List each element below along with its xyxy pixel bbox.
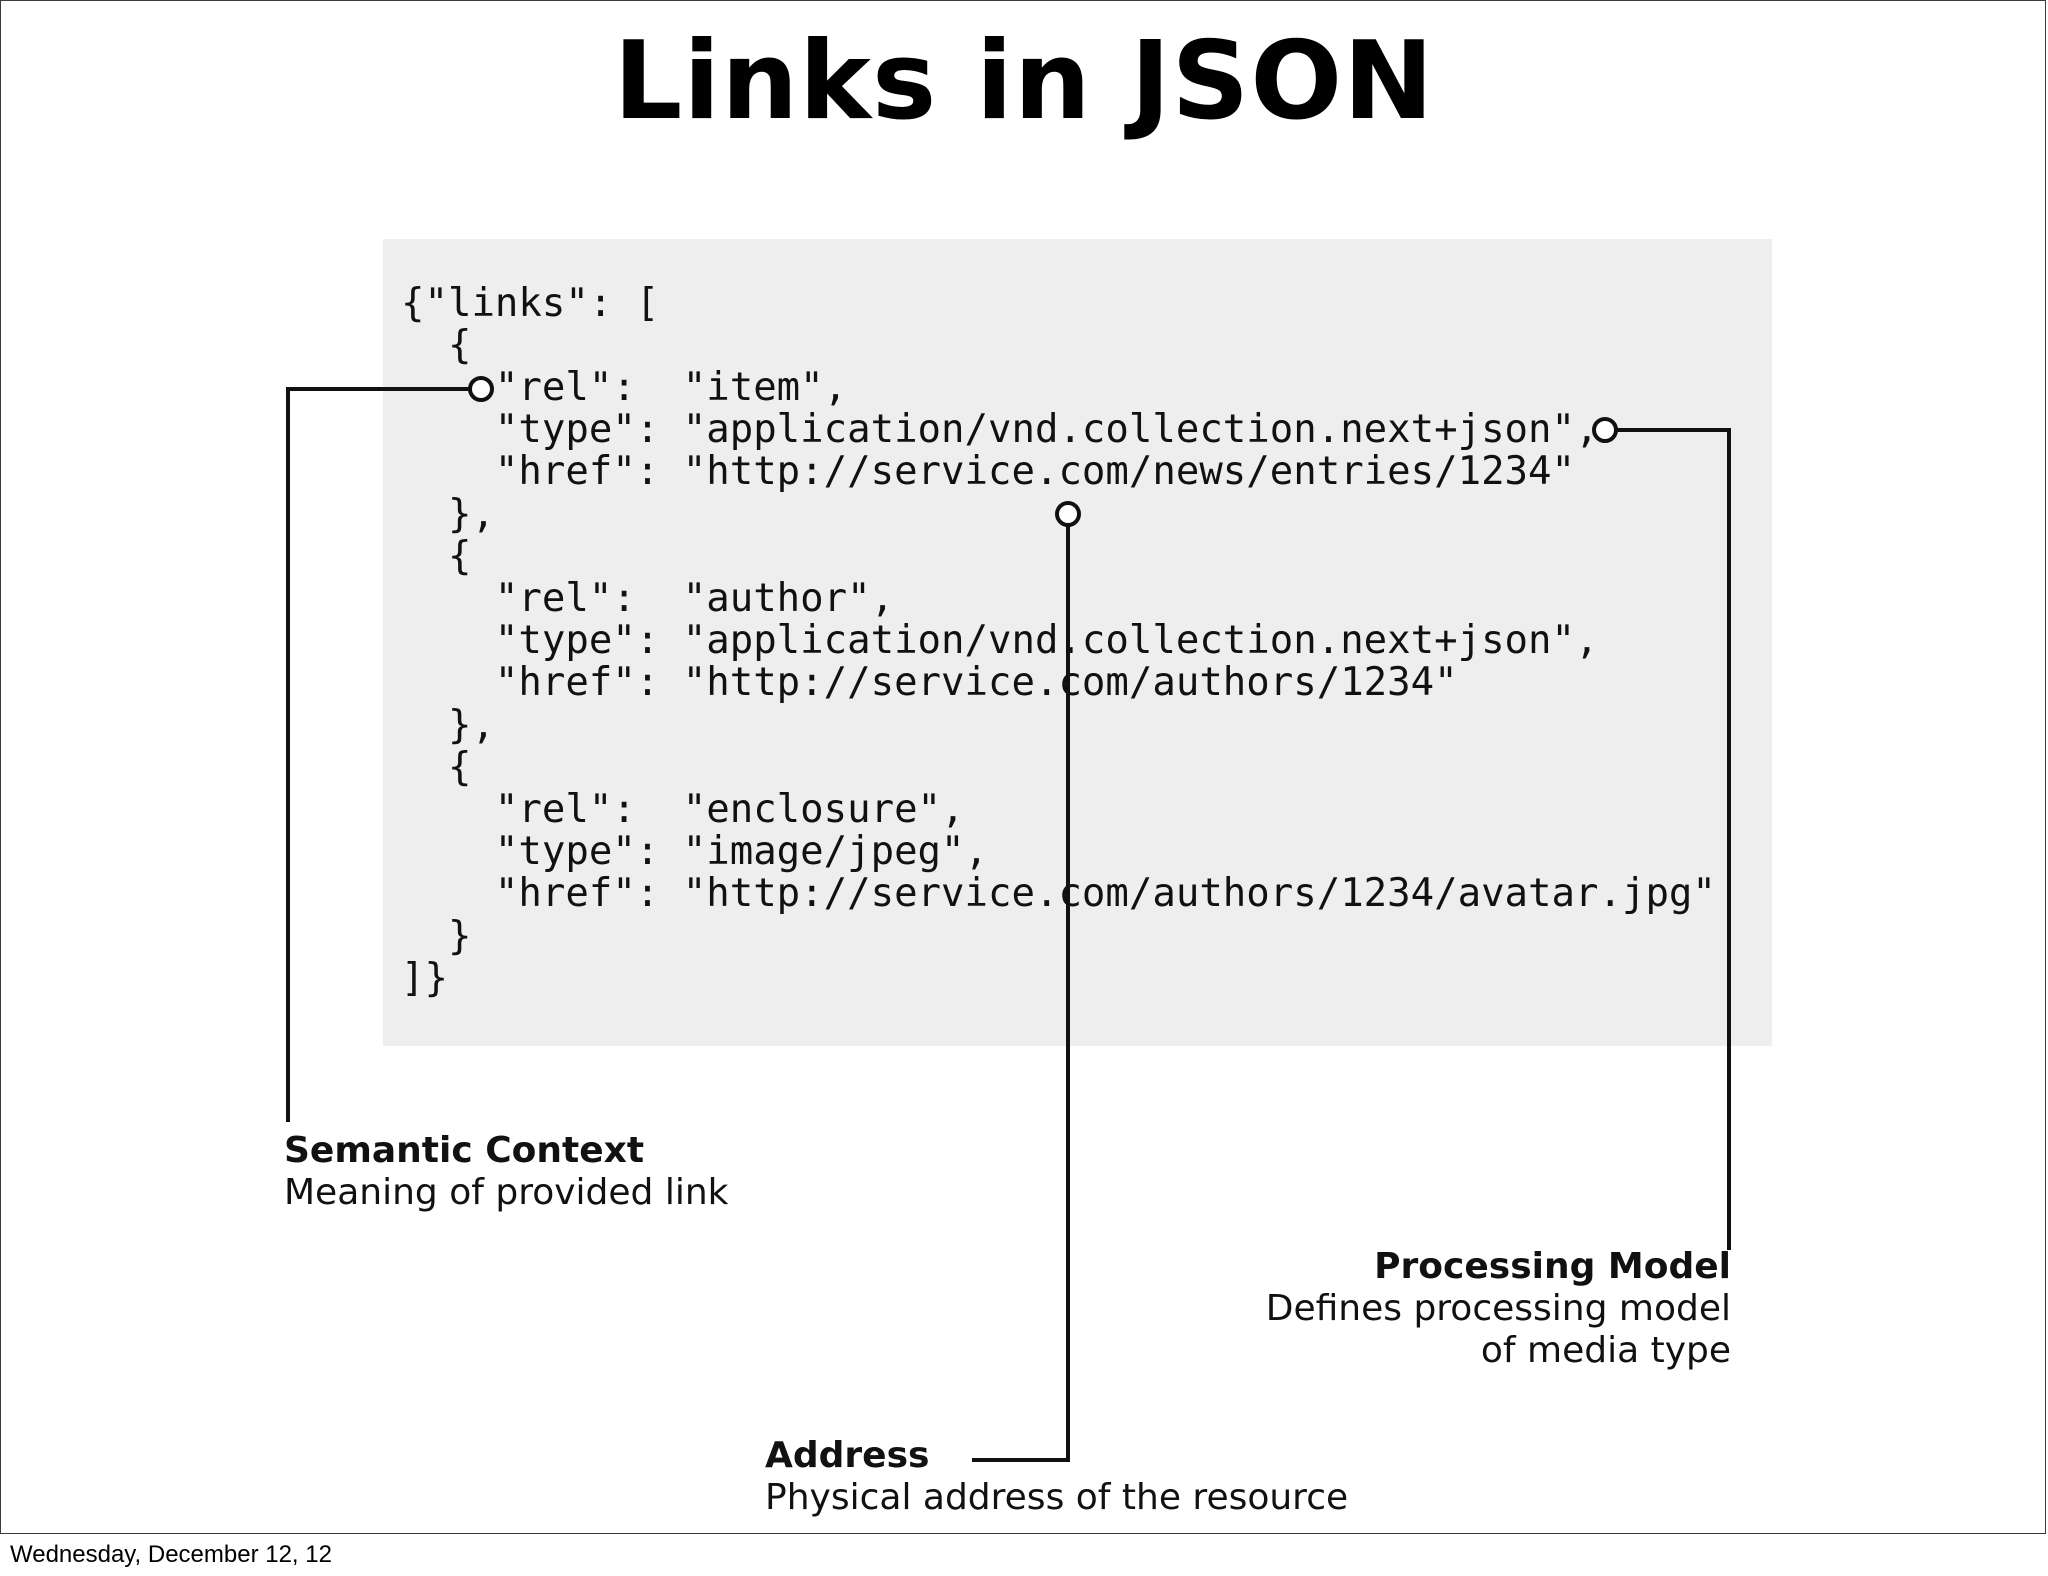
semantic-context-description: Meaning of provided link <box>284 1172 729 1213</box>
code-panel <box>383 239 1772 1046</box>
processing-model-description-line2: of media type <box>1480 1330 1731 1371</box>
code-line: "type": "application/vnd.collection.next… <box>401 407 1599 452</box>
semantic-context-marker <box>468 376 494 402</box>
footer-date: Wednesday, December 12, 12 <box>10 1541 332 1568</box>
code-line: "href": "http://service.com/news/entries… <box>401 449 1575 494</box>
semantic-context-label: Semantic Context Meaning of provided lin… <box>284 1130 729 1214</box>
processing-model-marker <box>1592 417 1618 443</box>
code-line: } <box>401 914 472 959</box>
address-description: Physical address of the resource <box>765 1477 1349 1518</box>
address-label: Address Physical address of the resource <box>765 1435 1348 1519</box>
address-heading: Address <box>765 1435 930 1476</box>
address-marker <box>1055 501 1081 527</box>
code-line: "type": "application/vnd.collection.next… <box>401 618 1599 663</box>
code-line: "rel": "enclosure", <box>401 787 965 832</box>
code-line: { <box>401 745 472 790</box>
semantic-context-heading: Semantic Context <box>284 1130 645 1171</box>
code-line: {"links": [ <box>401 281 660 326</box>
processing-model-description-line1: Defines processing model <box>1265 1288 1731 1329</box>
processing-model-connector <box>1616 428 1731 1250</box>
code-line: "type": "image/jpeg", <box>401 829 988 874</box>
processing-model-label: Processing Model Defines processing mode… <box>1180 1246 1731 1372</box>
code-line: "rel": "author", <box>401 576 895 621</box>
code-line: { <box>401 534 472 579</box>
slide-title: Links in JSON <box>613 19 1435 144</box>
code-line: "href": "http://service.com/authors/1234… <box>401 871 1716 916</box>
code-line: { <box>401 323 472 368</box>
code-line: }, <box>401 492 495 537</box>
code-line: "rel": "item", <box>401 365 848 410</box>
code-line: }, <box>401 703 495 748</box>
address-connector <box>972 525 1070 1462</box>
code-line: "href": "http://service.com/authors/1234… <box>401 660 1458 705</box>
semantic-context-connector <box>286 387 470 1122</box>
processing-model-heading: Processing Model <box>1374 1246 1731 1287</box>
code-line: ]} <box>401 956 448 1001</box>
